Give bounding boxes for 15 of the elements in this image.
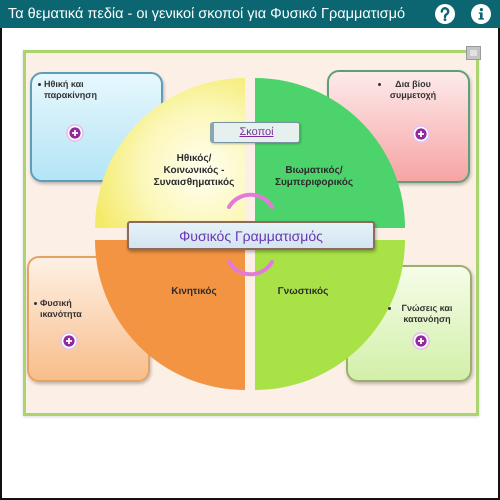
sector-label: Ηθικός/ Κοινωνικός - Συναισθηματικός [152,153,236,189]
card-text: Δια βίου συμμετοχή [388,79,438,101]
sector-label: Γνωστικός [276,286,330,298]
sector-label: Κινητικός [170,286,218,298]
card-text: Ηθική και παρακίνηση [44,79,98,101]
page-title: Τα θεματικά πεδία - οι γενικοί σκοποί για Φυσικό Γραμματισμό [8,6,406,22]
curved-connector [227,260,274,276]
card-text: Φυσική ικανότητα [40,298,83,320]
banner-link: Σκοποί [239,126,274,139]
scroll-banner [210,122,300,143]
banner-title: Φυσικός Γραμματισμός [179,228,323,244]
card-text: Γνώσεις και κατανόηση [400,303,454,325]
title-banner [127,221,375,250]
sector-label: Βιωματικός/ Συμπεριφορικός [274,165,354,189]
curved-connector [227,192,274,209]
